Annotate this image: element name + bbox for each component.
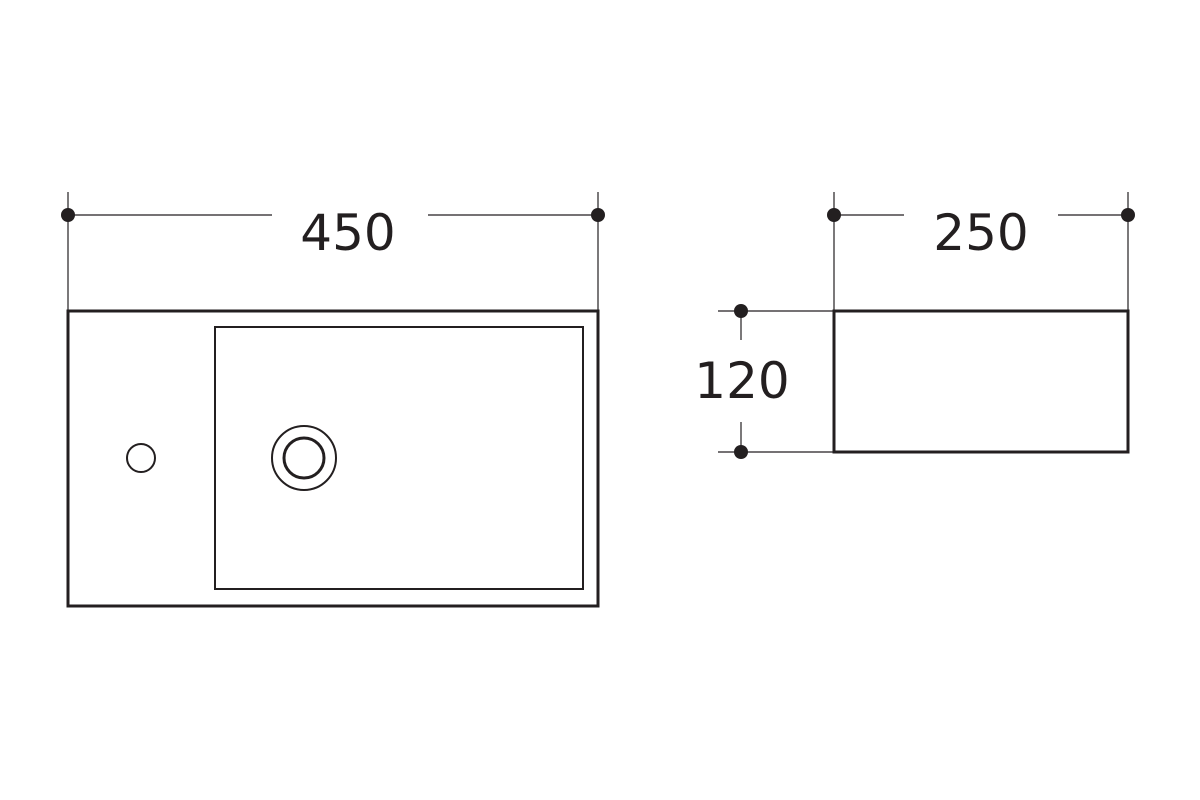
drain-outer-ring (271, 425, 337, 491)
depth-label: 250 (933, 204, 1028, 262)
depth-dimension: 250 (827, 192, 1135, 310)
height-terminator-bottom (734, 445, 748, 459)
drain-inner-ring (282, 436, 326, 480)
height-terminator-top (734, 304, 748, 318)
width-label: 450 (300, 204, 395, 262)
basin-bowl-outline (214, 326, 584, 590)
height-dimension: 120 (694, 304, 834, 459)
top-view: 450 (61, 192, 605, 608)
tap-hole (126, 443, 156, 473)
width-terminator-right (591, 208, 605, 222)
depth-terminator-left (827, 208, 841, 222)
side-view-outline (832, 309, 1130, 454)
basin-outer-outline (66, 309, 600, 608)
side-view: 250 120 (694, 192, 1135, 459)
width-dimension: 450 (61, 192, 605, 310)
width-terminator-left (61, 208, 75, 222)
height-label: 120 (694, 352, 789, 410)
drain-icon (271, 425, 337, 491)
depth-terminator-right (1121, 208, 1135, 222)
